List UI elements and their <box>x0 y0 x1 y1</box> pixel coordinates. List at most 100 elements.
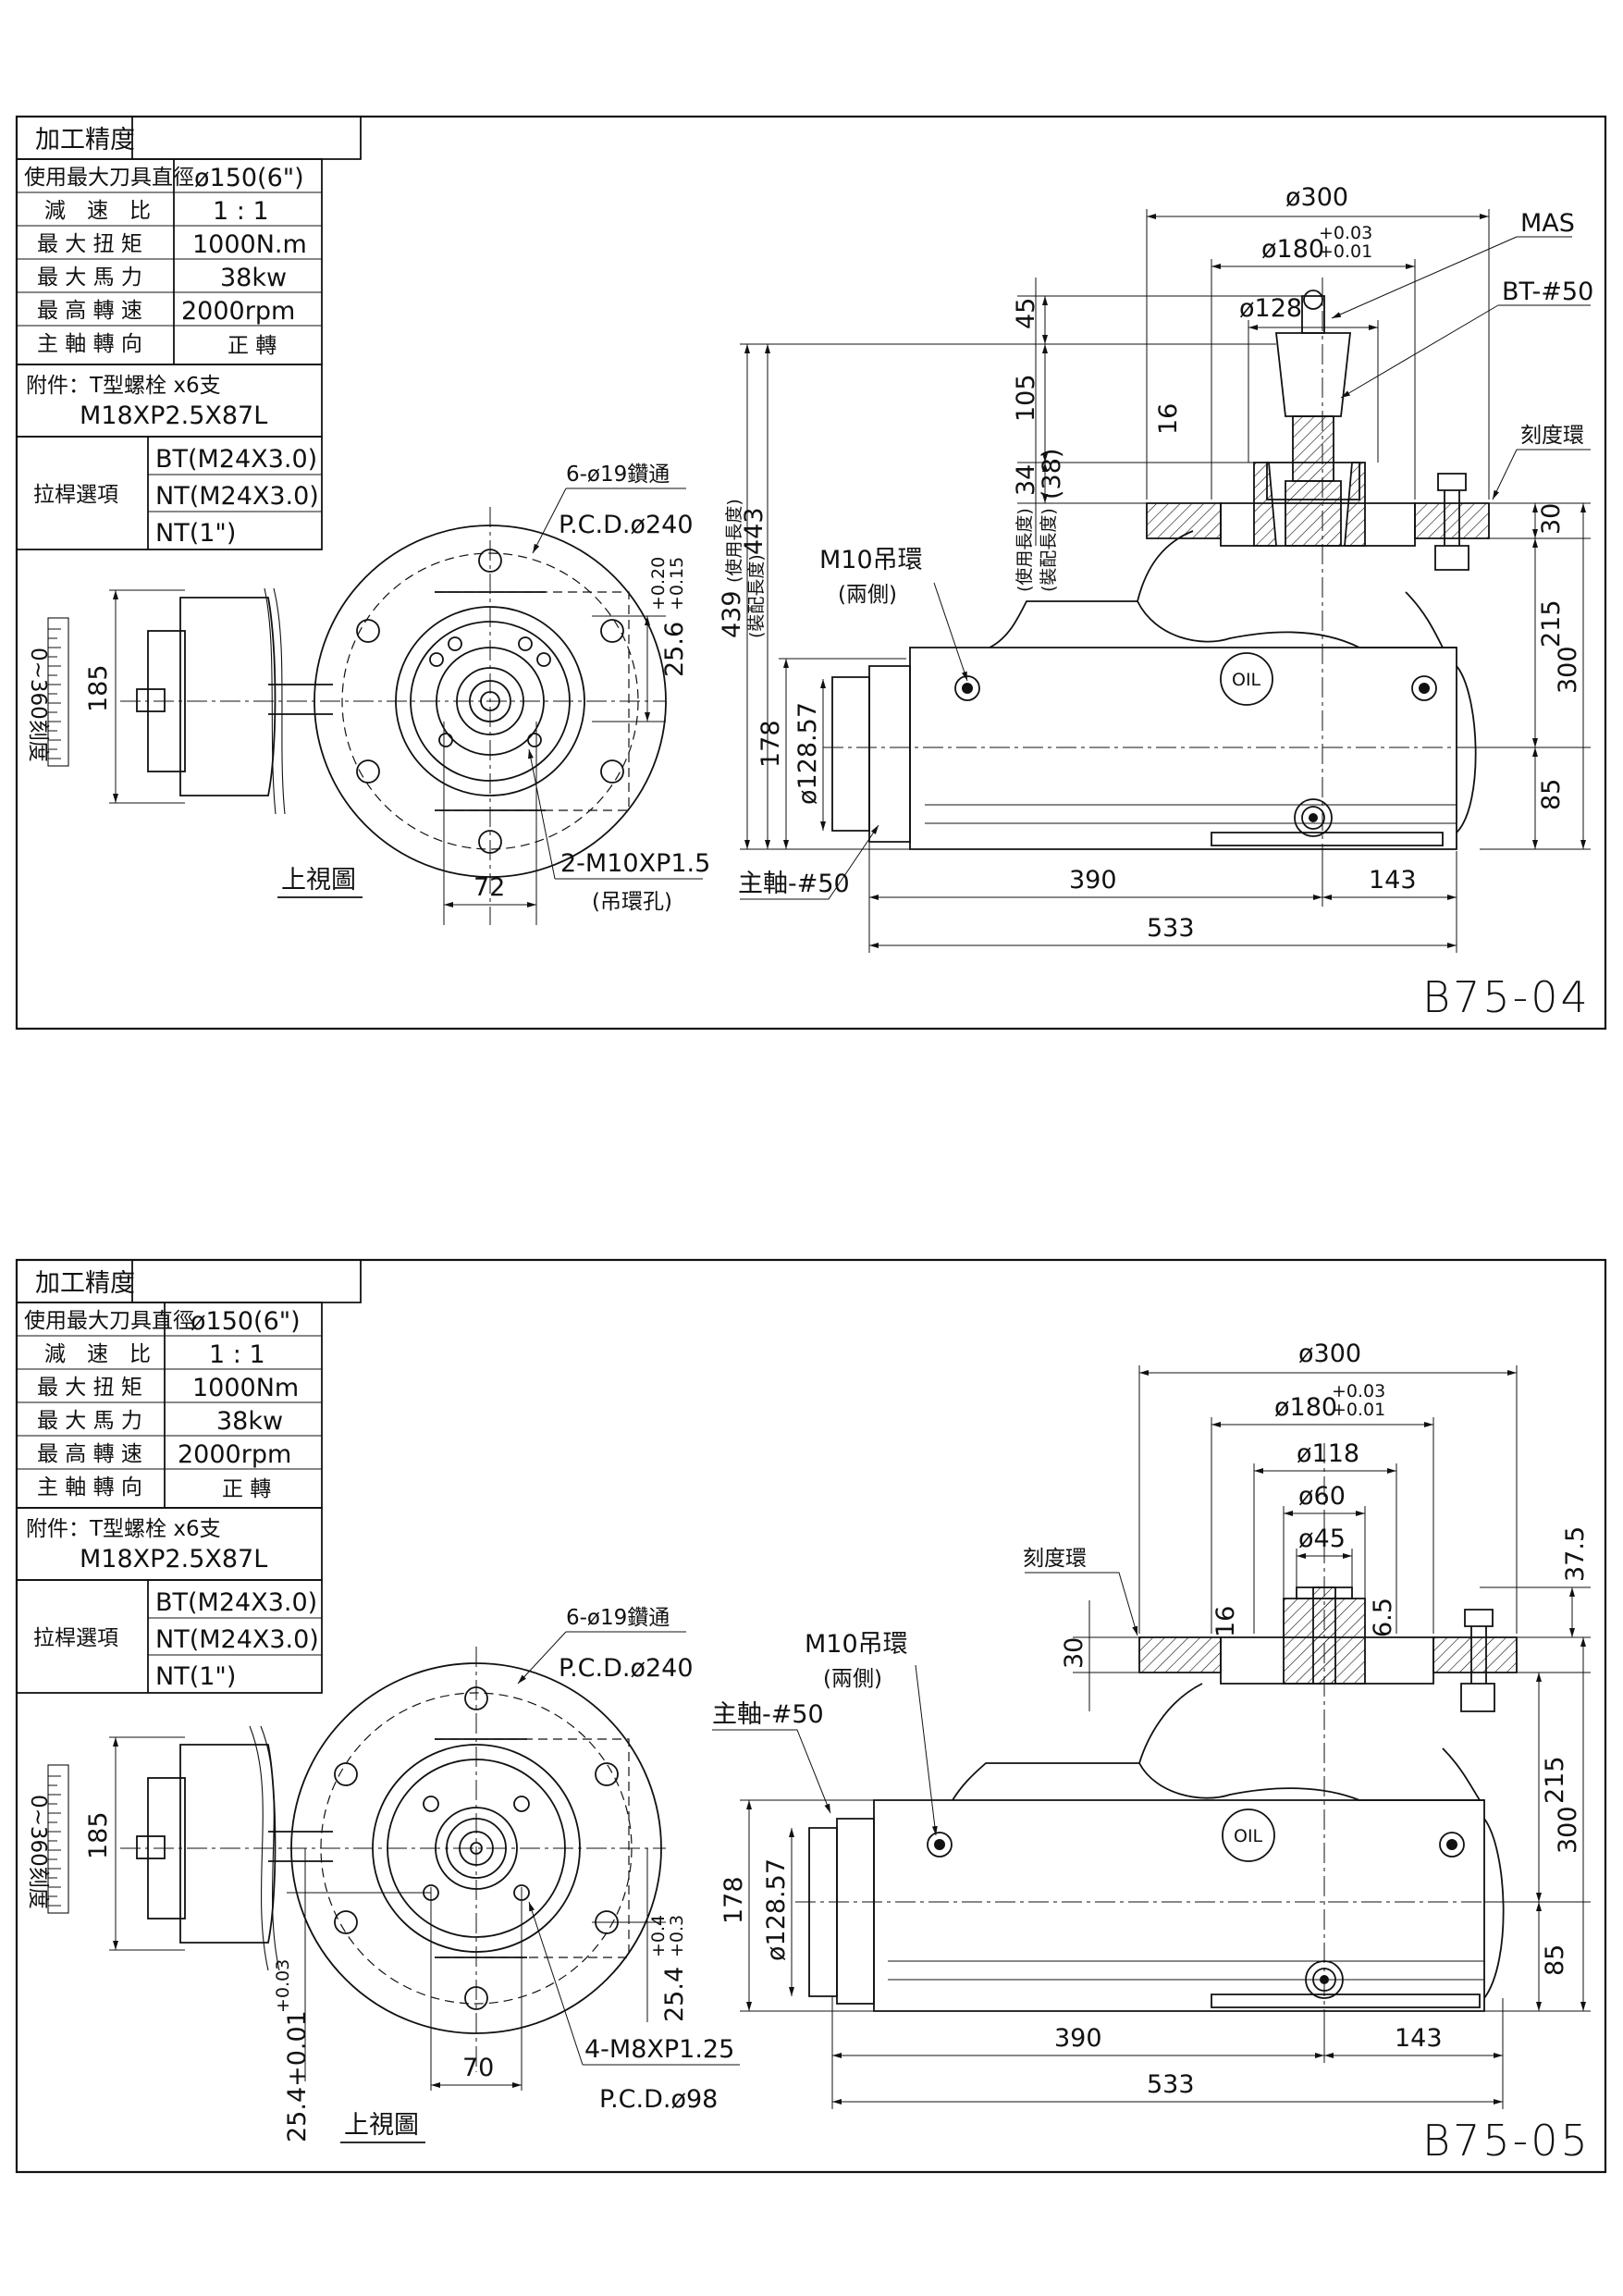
pull-stud-option: NT(1") <box>155 1662 236 1691</box>
dim-d300: ø300 <box>1285 183 1348 212</box>
oil-plug <box>1222 1808 1275 1862</box>
dim-215: 215 <box>1537 599 1566 648</box>
dim-6-5: 6.5 <box>1369 1598 1397 1637</box>
dim-d300: ø300 <box>1298 1339 1361 1368</box>
pull-stud-label: 拉桿選項 <box>33 1626 118 1650</box>
tol-right-plus: +0.4 <box>648 1915 669 1957</box>
drawing-b75-04: 加工精度 使用最大刀具直徑 減 速 比 最 大 扭 矩 最 大 馬 力 最 高 … <box>15 115 1607 1031</box>
spec-table-1: 加工精度 使用最大刀具直徑 減 速 比 最 大 扭 矩 最 大 馬 力 最 高 … <box>16 117 362 550</box>
accessory-note: 附件：T型螺栓 x6支 <box>26 1517 221 1541</box>
use-length-label-2: (使用長度) <box>724 499 744 583</box>
dim-d180-tol-minus: +0.01 <box>1319 241 1372 262</box>
spec-value: ø150(6") <box>194 164 304 192</box>
tool-holder-taper <box>1274 332 1352 417</box>
tol-minus: +0.15 <box>667 557 687 611</box>
dim-25-6: 25.6 <box>660 622 689 677</box>
dim-443: 443 <box>740 507 768 555</box>
accessory-note: 附件：T型螺栓 x6支 <box>26 374 221 398</box>
dim-390: 390 <box>1069 866 1117 895</box>
spec-value: 1000N.m <box>192 230 307 259</box>
dim-178: 178 <box>719 1876 748 1924</box>
dim-34: 34 <box>1012 464 1040 496</box>
dial-scale-ticks <box>48 628 61 759</box>
eye-bolt-thread: 2-M10XP1.5 <box>560 849 710 878</box>
dim-d180: ø180 <box>1261 235 1324 264</box>
spec-value: 1000Nm <box>192 1374 299 1402</box>
dim-25-4-left: 25.4+0.01 <box>283 2010 312 2142</box>
pcd-label: P.C.D.ø240 <box>559 511 694 539</box>
eye-bolt-note: (吊環孔) <box>592 890 672 914</box>
spec-value: 正 轉 <box>227 334 277 358</box>
spindle-label: 主軸-#50 <box>738 870 850 898</box>
spec-label: 加工精度 <box>35 1269 135 1298</box>
top-view-1: 0~360刻度 185 <box>26 463 710 925</box>
spec-label: 主 軸 轉 向 <box>37 332 142 356</box>
spec-label: 減 速 比 <box>44 199 151 223</box>
bolt-thread: 4-M8XP1.25 <box>584 2035 734 2064</box>
dim-d128: ø128 <box>1239 294 1302 323</box>
eye-bolt-note: (兩側) <box>823 1667 882 1691</box>
side-view-2: OIL ø300 ø180 +0.03 +0.01 ø118 <box>712 1339 1591 2109</box>
spec-label: 最 大 馬 力 <box>37 1409 142 1433</box>
accessory-bolt: M18XP2.5X87L <box>80 1545 267 1574</box>
dim-143: 143 <box>1369 866 1417 895</box>
dim-390: 390 <box>1054 2024 1102 2053</box>
dim-439: 439 <box>718 590 746 638</box>
spec-value: 正 轉 <box>222 1477 271 1501</box>
spec-value: 2000rpm <box>178 1440 291 1469</box>
eye-bolt-label: M10吊環 <box>819 546 923 574</box>
dim-30: 30 <box>1537 503 1566 535</box>
dim-72: 72 <box>473 873 505 902</box>
holes-callout: 6-ø19鑽通 <box>566 463 670 487</box>
spindle-label: 主軸-#50 <box>712 1700 824 1729</box>
dim-d180: ø180 <box>1274 1393 1337 1422</box>
install-length-label: (裝配長度) <box>1039 508 1059 592</box>
tol-left-plus: +0.03 <box>273 1959 293 2013</box>
drawing-b75-05: 加工精度 使用最大刀具直徑 減 速 比 最 大 扭 矩 最 大 馬 力 最 高 … <box>15 1258 1607 2174</box>
top-view-title: 上視圖 <box>344 2111 419 2140</box>
spec-label: 最 高 轉 速 <box>37 299 142 323</box>
spec-value: 1 : 1 <box>213 197 269 226</box>
pull-stud-option: NT(M24X3.0) <box>155 482 319 511</box>
spec-label: 主 軸 轉 向 <box>37 1475 142 1500</box>
top-view-2: 0~360刻度 185 <box>26 1606 740 2143</box>
dim-16: 16 <box>1154 403 1183 435</box>
holes-callout: 6-ø19鑽通 <box>566 1606 670 1630</box>
spec-label: 最 大 馬 力 <box>37 265 142 290</box>
oil-plug <box>1220 652 1273 706</box>
spec-table-2: 加工精度 使用最大刀具直徑 減 速 比 最 大 扭 矩 最 大 馬 力 最 高 … <box>16 1260 362 1694</box>
scale-ring-label: 刻度環 <box>1023 1547 1087 1571</box>
dial-scale-ticks <box>48 1775 61 1907</box>
oil-label: OIL <box>1232 670 1261 690</box>
spec-value: 2000rpm <box>181 297 295 326</box>
spec-value: 1 : 1 <box>209 1340 265 1369</box>
dim-85: 85 <box>1537 779 1566 810</box>
spec-value: 38kw <box>220 264 287 292</box>
dim-30: 30 <box>1060 1637 1088 1669</box>
dim-d180-tol-minus: +0.01 <box>1332 1400 1385 1420</box>
dim-143: 143 <box>1395 2024 1443 2053</box>
spec-value: 38kw <box>216 1407 283 1436</box>
install-length-label-2: (裝配長度) <box>746 554 767 638</box>
mas-label: MAS <box>1520 209 1575 238</box>
dim-37-5: 37.5 <box>1561 1526 1590 1582</box>
dim-533: 533 <box>1147 2070 1195 2099</box>
dim-d180-tol-plus: +0.03 <box>1319 223 1372 243</box>
dim-d118: ø118 <box>1297 1439 1359 1468</box>
pull-stud-option: BT(M24X3.0) <box>155 445 317 474</box>
dim-533: 533 <box>1147 914 1195 943</box>
tol-plus: +0.20 <box>648 557 669 611</box>
drawing-code: B75-04 <box>1422 972 1591 1022</box>
dim-d60: ø60 <box>1298 1482 1346 1511</box>
top-view-title: 上視圖 <box>281 866 356 895</box>
accessory-bolt: M18XP2.5X87L <box>80 401 267 430</box>
dim-38: (38) <box>1038 449 1066 500</box>
dim-45: 45 <box>1012 298 1040 329</box>
dial-note: 0~360刻度 <box>26 648 50 762</box>
dim-185: 185 <box>84 1811 113 1859</box>
spec-label: 減 速 比 <box>44 1342 151 1366</box>
frame-2 <box>15 1258 1607 2174</box>
dim-300: 300 <box>1554 646 1582 694</box>
spec-label: 最 大 扭 矩 <box>37 232 142 256</box>
dim-178: 178 <box>756 720 785 768</box>
